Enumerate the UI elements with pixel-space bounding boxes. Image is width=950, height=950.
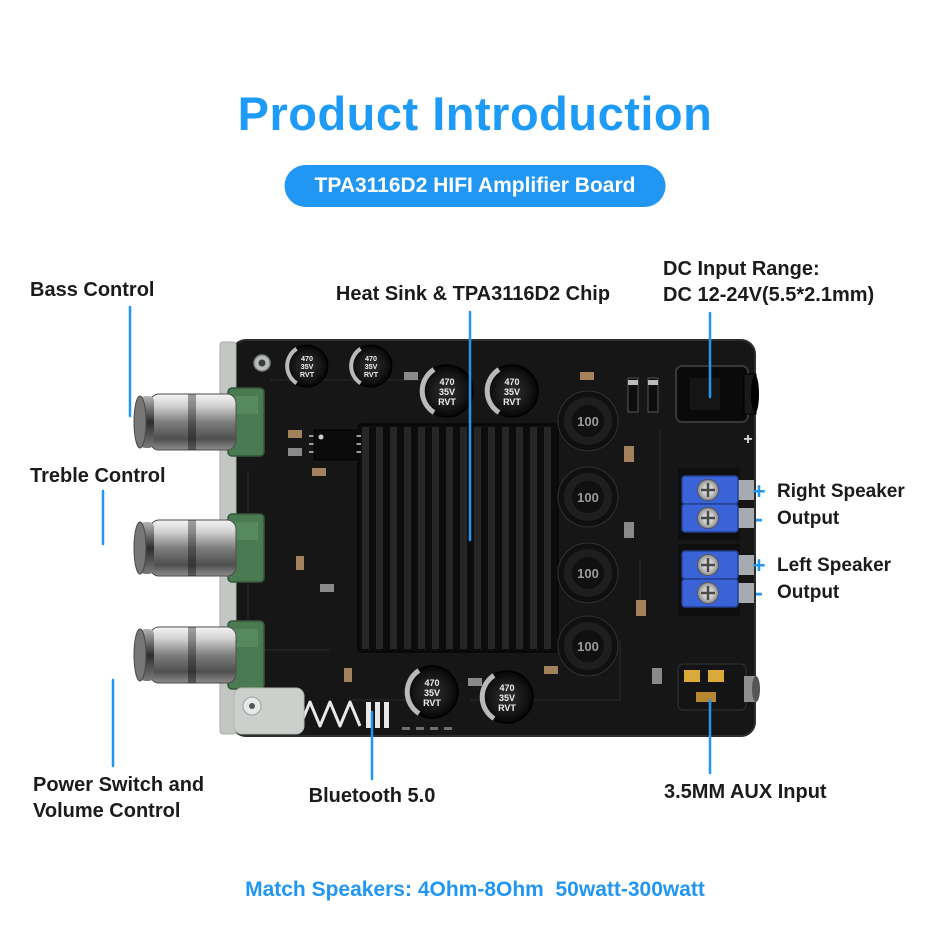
label-bluetooth: Bluetooth 5.0 [308,785,436,807]
svg-text:470: 470 [301,354,313,363]
svg-text:470: 470 [439,377,454,387]
capacitor: 470 35V RVT [479,670,534,724]
svg-text:470: 470 [504,377,519,387]
svg-text:RVT: RVT [503,397,521,407]
label-bass-control: Bass Control [30,279,155,301]
inductor: 100 [557,466,619,528]
capacitor: 470 35V RVT [404,665,459,719]
label-treble-control: Treble Control [30,465,166,487]
speaker-terminal-right [678,468,754,540]
svg-text:35V: 35V [504,387,520,397]
svg-text:100: 100 [577,414,599,429]
svg-text:470: 470 [365,354,377,363]
label-heatsink-chip: Heat Sink & TPA3116D2 Chip [335,283,611,305]
inductor: 100 [557,615,619,677]
page-title: Product Introduction [237,87,713,140]
mounting-screw [253,354,271,372]
minus-mark: - [755,579,763,605]
ic-chip [309,429,361,461]
label-left-speaker-output: + Left Speaker - Output [752,552,891,606]
plus-mark: + [752,552,766,578]
capacitor: 470 35V RVT [419,364,474,418]
volume-knob [133,626,237,684]
amplifier-board-illustration: 470 35V RVT 470 35V RVT 470 35V RVT 470 … [133,339,760,737]
svg-text:470: 470 [424,678,439,688]
treble-knob [133,519,237,577]
svg-text:100: 100 [577,566,599,581]
svg-text:RVT: RVT [423,698,441,708]
label-right-speaker-output: + Right Speaker - Output [752,478,905,532]
aux-jack [677,663,760,711]
inductor: 100 [557,542,619,604]
dc-jack: + [627,365,759,448]
plus-mark: + [752,478,766,504]
minus-mark: - [755,505,763,531]
treble-potentiometer [227,513,265,583]
right-speaker-minus-row: - Output [752,505,905,532]
product-badge: TPA3116D2 HIFI Amplifier Board [284,165,666,207]
left-speaker-plus-row: + Left Speaker [752,552,891,579]
svg-text:RVT: RVT [438,397,456,407]
bass-knob [133,393,237,451]
svg-text:35V: 35V [365,362,378,371]
svg-text:35V: 35V [301,362,314,371]
svg-text:100: 100 [577,639,599,654]
svg-text:RVT: RVT [498,703,516,713]
speaker-terminal-left [678,544,754,616]
panel-corner [233,687,305,735]
right-speaker-text: Right Speaker [777,480,905,502]
left-speaker-minus-row: - Output [752,579,891,606]
capacitor: 470 35V RVT [484,364,539,418]
capacitor: 470 35V RVT [349,344,393,388]
label-aux-input: 3.5MM AUX Input [664,781,827,803]
inductor: 100 [557,390,619,452]
svg-text:470: 470 [499,683,514,693]
capacitor: 470 35V RVT [285,344,329,388]
svg-text:RVT: RVT [300,370,315,379]
match-speakers-note: Match Speakers: 4Ohm-8Ohm 50watt-300watt [245,878,705,901]
smd-components [288,372,662,686]
svg-text:+: + [743,431,752,448]
svg-text:RVT: RVT [364,370,379,379]
left-speaker-text: Left Speaker [777,554,892,576]
left-speaker-output-text: Output [777,581,840,603]
svg-text:35V: 35V [439,387,455,397]
label-power-volume: Power Switch and Volume Control [33,774,205,822]
svg-text:35V: 35V [424,688,440,698]
label-dc-input: DC Input Range: DC 12-24V(5.5*2.1mm) [663,258,875,306]
right-speaker-plus-row: + Right Speaker [752,478,905,505]
right-speaker-output-text: Output [777,507,840,529]
svg-text:35V: 35V [499,693,515,703]
svg-text:100: 100 [577,490,599,505]
heat-sink [357,423,559,653]
